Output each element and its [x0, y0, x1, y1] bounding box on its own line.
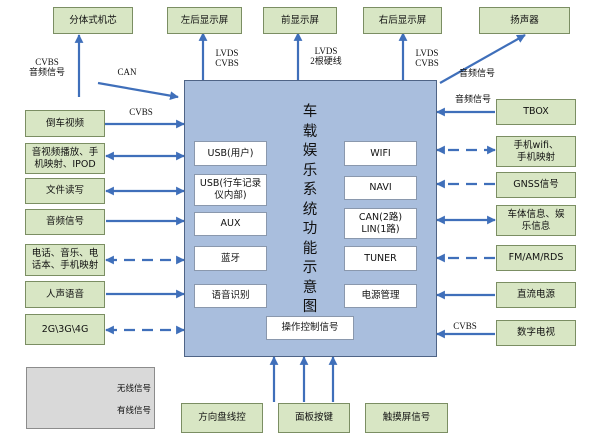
arrow-center-to-speaker — [439, 34, 526, 84]
box-digital-tv: 数字电视 — [496, 320, 576, 346]
label-cvbs-audio-left: CVBS 音频信号 — [28, 57, 65, 77]
box-rear-right-display: 右后显示屏 — [363, 7, 442, 34]
box-touch-screen: 触摸屏信号 — [365, 403, 448, 433]
label-cvbs-left: CVBS — [129, 107, 153, 117]
box-reverse-video: 倒车视频 — [25, 110, 105, 137]
label-lvds-2: LVDS 2根硬线 — [310, 46, 342, 66]
box-dc-power: 直流电源 — [496, 282, 576, 308]
box-gnss: GNSS信号 — [496, 172, 576, 198]
label-audio-right: 音频信号 — [458, 68, 495, 78]
module-power: 电源管理 — [344, 284, 417, 308]
box-speaker: 扬声器 — [479, 7, 570, 34]
box-wifi-map: 手机wifi、 手机映射 — [496, 136, 576, 167]
module-aux: AUX — [194, 212, 267, 236]
module-wifi: WIFI — [344, 141, 417, 166]
box-file-rw: 文件读写 — [25, 178, 105, 204]
module-can-lin: CAN(2路) LIN(1路) — [344, 208, 417, 239]
module-control: 操作控制信号 — [266, 316, 354, 340]
module-tuner: TUNER — [344, 246, 417, 271]
center-title: 车载娱乐系统功能示意图 — [302, 104, 318, 315]
box-tbox: TBOX — [496, 99, 576, 125]
box-panel-keys: 面板按键 — [278, 403, 350, 433]
label-audio-tbox: 音频信号 — [454, 94, 491, 104]
box-audio-left: 音频信号 — [25, 209, 105, 235]
label-cvbs-right: CVBS — [453, 321, 477, 331]
arrow-center-to-split-chip-can — [97, 81, 179, 100]
module-bluetooth: 蓝牙 — [194, 246, 267, 271]
module-usb-user: USB(用户) — [194, 141, 267, 166]
box-av-play: 音视频播放、手 机映射、IPOD — [25, 143, 105, 174]
box-vehicle-info: 车体信息、娱 乐信息 — [496, 205, 576, 236]
legend-wired-label: 有线信号 — [117, 406, 152, 416]
box-network: 2G\3G\4G — [25, 314, 105, 345]
label-lvds-cvbs-1: LVDS CVBS — [215, 48, 239, 68]
box-steering-control: 方向盘线控 — [181, 403, 263, 433]
box-rear-left-display: 左后显示屏 — [167, 7, 242, 34]
label-lvds-cvbs-2: LVDS CVBS — [415, 48, 439, 68]
box-split-chip: 分体式机芯 — [53, 7, 133, 34]
box-radio: FM/AM/RDS — [496, 245, 576, 271]
box-phone-map: 电话、音乐、电 话本、手机映射 — [25, 244, 105, 276]
box-human-voice: 人声语音 — [25, 281, 105, 308]
legend-wireless-label: 无线信号 — [117, 384, 152, 394]
module-usb-recorder: USB(行车记录 仪内部) — [194, 174, 267, 206]
label-can: CAN — [117, 67, 137, 77]
legend-box — [26, 367, 155, 429]
module-voice: 语音识别 — [194, 284, 267, 308]
module-navi: NAVI — [344, 176, 417, 200]
box-front-display: 前显示屏 — [263, 7, 337, 34]
